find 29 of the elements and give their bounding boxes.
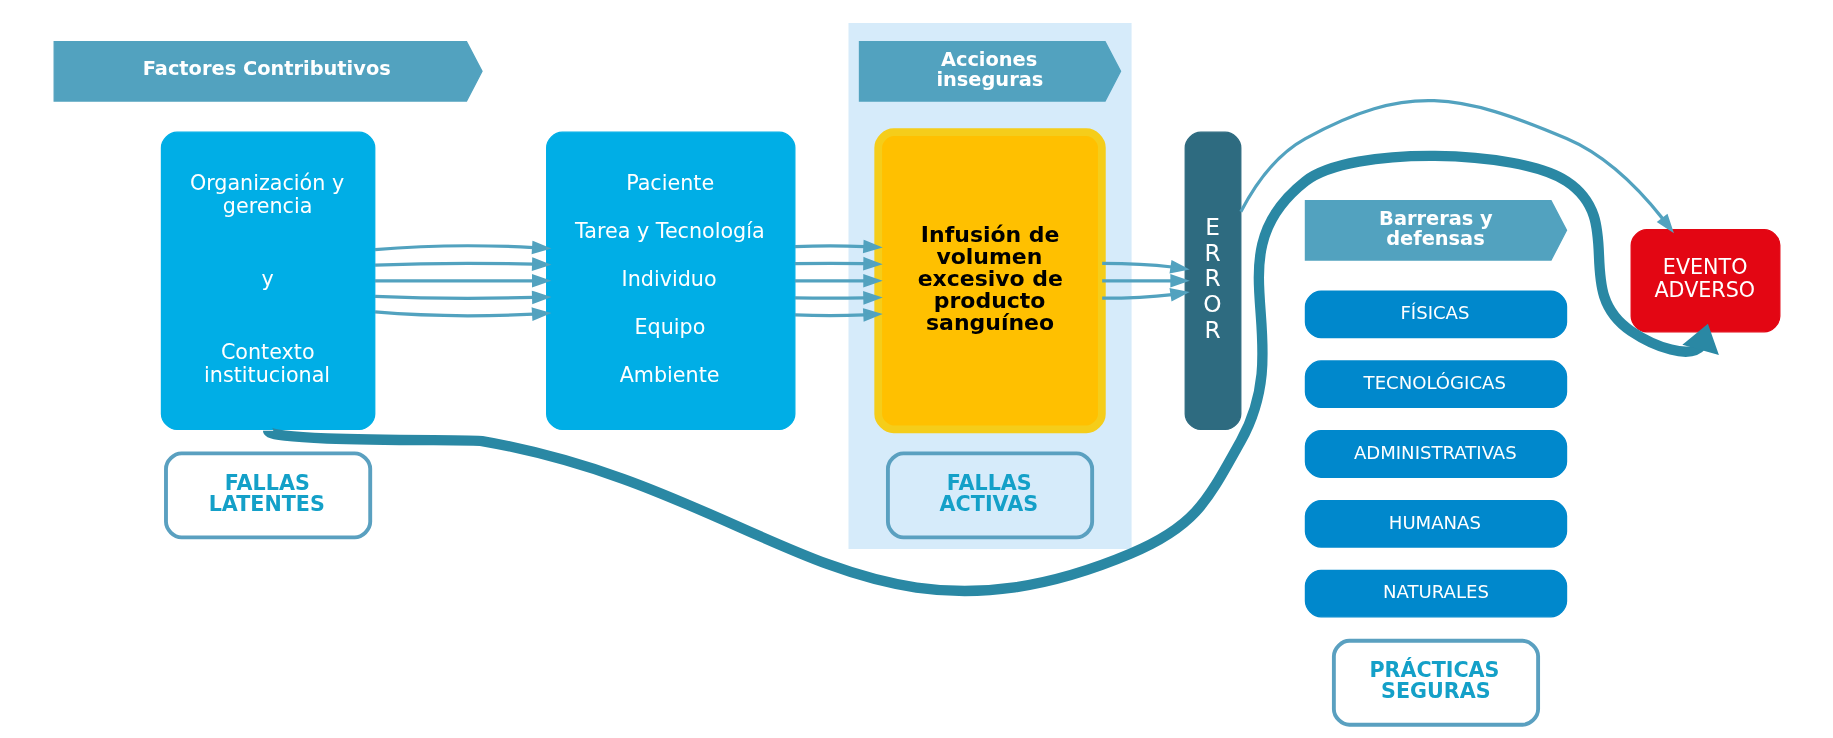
node-box: ADMINISTRATIVAS [1304,430,1567,478]
arrow [794,273,883,288]
node-box: Organización y gerencia y Contexto institucional [160,131,375,431]
node-box: Infusión de volumen excesivo de producto sanguíneo [873,128,1106,434]
arrow [266,150,1719,596]
node-box: FALLAS ACTIVAS [885,451,1094,540]
arrow [794,308,883,322]
cluster [848,22,1132,549]
node-box: E R R O R [1184,131,1241,431]
arrow [794,239,883,254]
node-box: FÍSICAS [1304,290,1567,339]
node-box: EVENTO ADVERSO [1630,229,1780,333]
node-box: HUMANAS [1304,499,1567,548]
arrow [1101,288,1190,302]
arrow [1101,273,1190,288]
arrow [374,290,551,305]
arrow [374,257,551,271]
arrow [1101,260,1190,274]
node-box: Paciente Tarea y Tecnología Individuo Equipo Ambiente [545,131,795,431]
arrow [374,307,551,321]
node-box: NATURALES [1304,569,1567,618]
node-box: TECNOLÓGICAS [1304,360,1567,409]
arrow [794,291,883,305]
arrow [794,256,883,271]
node-box: FALLAS LATENTES [163,451,372,540]
arrow [1238,99,1674,234]
arrow [374,273,551,288]
arrow [374,240,551,255]
node-box: PRÁCTICAS SEGURAS [1331,638,1540,727]
